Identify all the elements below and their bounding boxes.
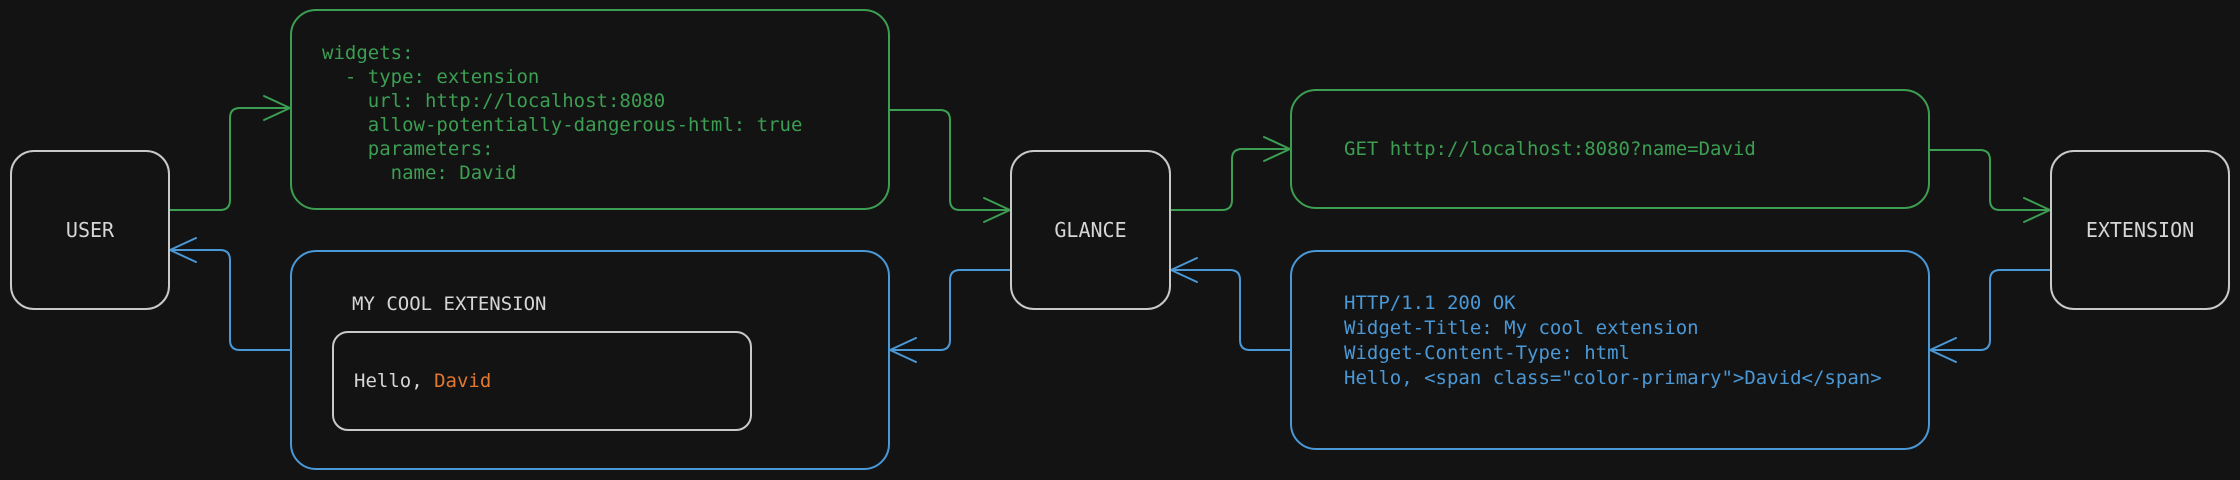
connector-response-to-glance (1170, 257, 1291, 351)
connector-user-to-config (169, 95, 291, 211)
arrowhead-left-icon (169, 237, 197, 263)
arrowhead-left-icon (1929, 337, 1957, 363)
connector-glance-to-widget (889, 269, 1011, 363)
node-user: USER (10, 150, 170, 310)
widget-greeting-box: Hello, David (332, 331, 752, 431)
arrowhead-left-icon (889, 337, 917, 363)
http-response-box: HTTP/1.1 200 OK Widget-Title: My cool ex… (1290, 250, 1930, 450)
request-line: GET http://localhost:8080?name=David (1344, 138, 1756, 160)
greeting-name: David (434, 370, 492, 392)
response-line: Widget-Title: My cool extension (1344, 317, 1699, 339)
connector-config-to-glance (889, 109, 1011, 223)
response-line: Hello, <span class="color-primary">David… (1344, 367, 1882, 389)
connector-request-to-extension (1929, 149, 2051, 223)
http-request-box: GET http://localhost:8080?name=David (1290, 89, 1930, 209)
widget-preview-box: MY COOL EXTENSION Hello, David (290, 250, 890, 470)
config-line: name: David (322, 162, 517, 184)
config-line: url: http://localhost:8080 (322, 90, 666, 112)
config-line: parameters: (322, 138, 494, 160)
connector-widget-to-user (169, 237, 291, 351)
connector-glance-to-request (1170, 136, 1291, 211)
greeting-prefix: Hello, (354, 370, 435, 392)
response-line: HTTP/1.1 200 OK (1344, 292, 1516, 314)
response-line: Widget-Content-Type: html (1344, 342, 1630, 364)
node-extension: EXTENSION (2050, 150, 2230, 310)
config-line: - type: extension (322, 66, 540, 88)
node-extension-label: EXTENSION (2085, 218, 2195, 242)
config-line: widgets: (322, 42, 414, 64)
config-line: allow-potentially-dangerous-html: true (322, 114, 803, 136)
node-glance-label: GLANCE (1054, 218, 1127, 242)
connector-extension-to-response (1929, 269, 2051, 363)
node-glance: GLANCE (1010, 150, 1171, 310)
widget-title: MY COOL EXTENSION (352, 293, 547, 315)
config-yaml-box: widgets: - type: extension url: http://l… (290, 9, 890, 210)
arrowhead-left-icon (1170, 257, 1198, 283)
node-user-label: USER (65, 218, 115, 242)
